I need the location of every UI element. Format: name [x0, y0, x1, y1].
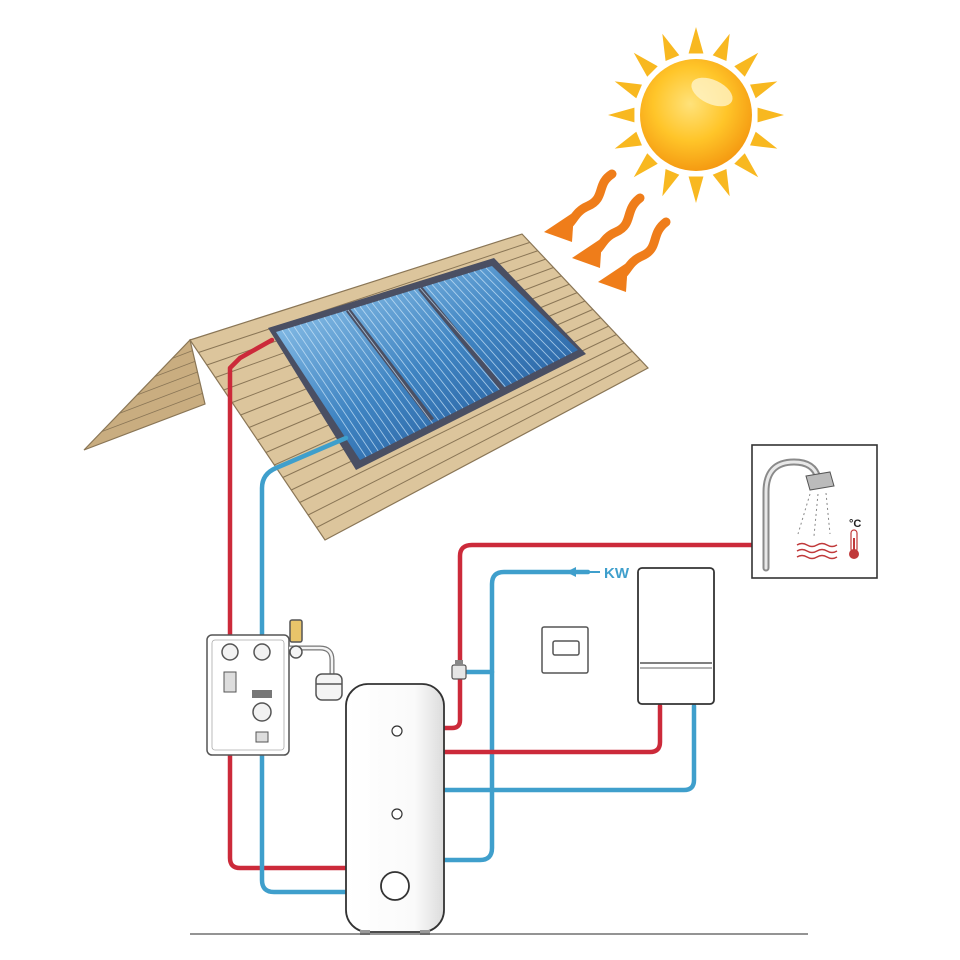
panel-tube-line [413, 289, 500, 391]
panel-tube-line [353, 307, 440, 421]
boiler-icon [637, 567, 715, 705]
sun-ray [757, 107, 784, 123]
roof-board-line [198, 241, 531, 353]
sun-ray [734, 153, 759, 178]
roof-board-line [316, 359, 641, 528]
shower-icon [762, 458, 835, 572]
panel-tube-line [323, 317, 409, 436]
roof-side-board-line [136, 371, 198, 396]
sun-icon [608, 27, 784, 203]
panel-tube-line [341, 311, 427, 427]
panel-tube-line [425, 285, 512, 384]
panel-tube-line [335, 313, 421, 430]
pump-station-icon [206, 634, 290, 756]
roof-side-board-line [119, 382, 201, 414]
sun-ray [614, 131, 642, 149]
panel-tube-line [467, 273, 555, 363]
sun-ray [633, 52, 658, 77]
panel-tube-line [377, 300, 464, 409]
sun-ray [688, 176, 704, 203]
hot-water-pipe [441, 542, 755, 731]
solar-panel-icon [268, 258, 586, 470]
panel-tube-line [473, 271, 561, 360]
roof-side-boards [101, 350, 203, 433]
panel-tube-line [407, 291, 494, 394]
sun-ray [750, 131, 778, 149]
sun-ray [750, 81, 778, 99]
cold-water-pipe [441, 569, 591, 863]
tank-icon [345, 683, 445, 935]
panel-tube-line [431, 284, 518, 381]
panel-tubes [281, 267, 573, 458]
heat-waves [796, 542, 838, 560]
panel-tube-line [485, 267, 573, 354]
mixing-valve-icon [451, 660, 467, 680]
heat-arrow-icon [544, 169, 617, 242]
sun-ray [662, 33, 680, 61]
controller-icon [541, 626, 589, 674]
panel-tube-line [443, 280, 530, 375]
roof-side-board-line [154, 360, 196, 378]
sun-ray [662, 169, 680, 197]
panel-tube-line [437, 282, 524, 378]
panel-tube-line [389, 296, 476, 403]
panel-tube-line [329, 315, 415, 433]
panel-tube-line [287, 328, 373, 455]
cold-water-label: KW [604, 565, 630, 582]
panel-tube-line [449, 278, 536, 372]
panel-tube-line [347, 309, 434, 424]
panel-tube-line [305, 322, 391, 445]
panel-tube-line [371, 302, 458, 412]
sun-ray [712, 169, 730, 197]
sun-ray [712, 33, 730, 61]
panel-tube-line [311, 320, 397, 442]
panel-tube-line [317, 318, 403, 439]
sun-ray [633, 153, 658, 178]
panel-tube-line [293, 326, 379, 452]
panel-tube-line [281, 329, 367, 458]
sun-ray [688, 27, 704, 54]
roof-side-board-line [172, 350, 193, 359]
boiler-flow-pipe [441, 703, 663, 755]
panel-tube-line [479, 269, 567, 357]
panel-tube-line [299, 324, 385, 449]
expansion-vessel-icon [289, 619, 343, 701]
panel-tube-line [461, 274, 549, 366]
sun-ray [614, 81, 642, 99]
panel-tube-line [401, 293, 488, 397]
panel-tube-line [455, 276, 542, 369]
boiler-return-pipe [441, 703, 697, 793]
temperature-unit-label: °C [849, 518, 861, 530]
cold-water-inlet: KW [566, 565, 630, 582]
sun-ray [608, 107, 635, 123]
shower-box: °C [751, 444, 878, 579]
roof-side-board-line [101, 392, 203, 433]
heat-arrow-icon [598, 217, 671, 292]
panel-tube-line [395, 295, 482, 400]
solar-hot-pipe [227, 337, 349, 871]
panel-tube-line [365, 304, 452, 415]
panel-tube-line [383, 298, 470, 406]
panel-tube-line [419, 287, 506, 387]
heat-arrows [544, 169, 671, 292]
sun-rays [608, 27, 784, 203]
heat-arrow-icon [572, 193, 645, 268]
thermometer-icon [849, 529, 859, 559]
sun-ray [734, 52, 759, 77]
roof-board-line [307, 350, 633, 516]
roof-board-line [299, 342, 625, 503]
panel-tube-line [359, 306, 446, 418]
